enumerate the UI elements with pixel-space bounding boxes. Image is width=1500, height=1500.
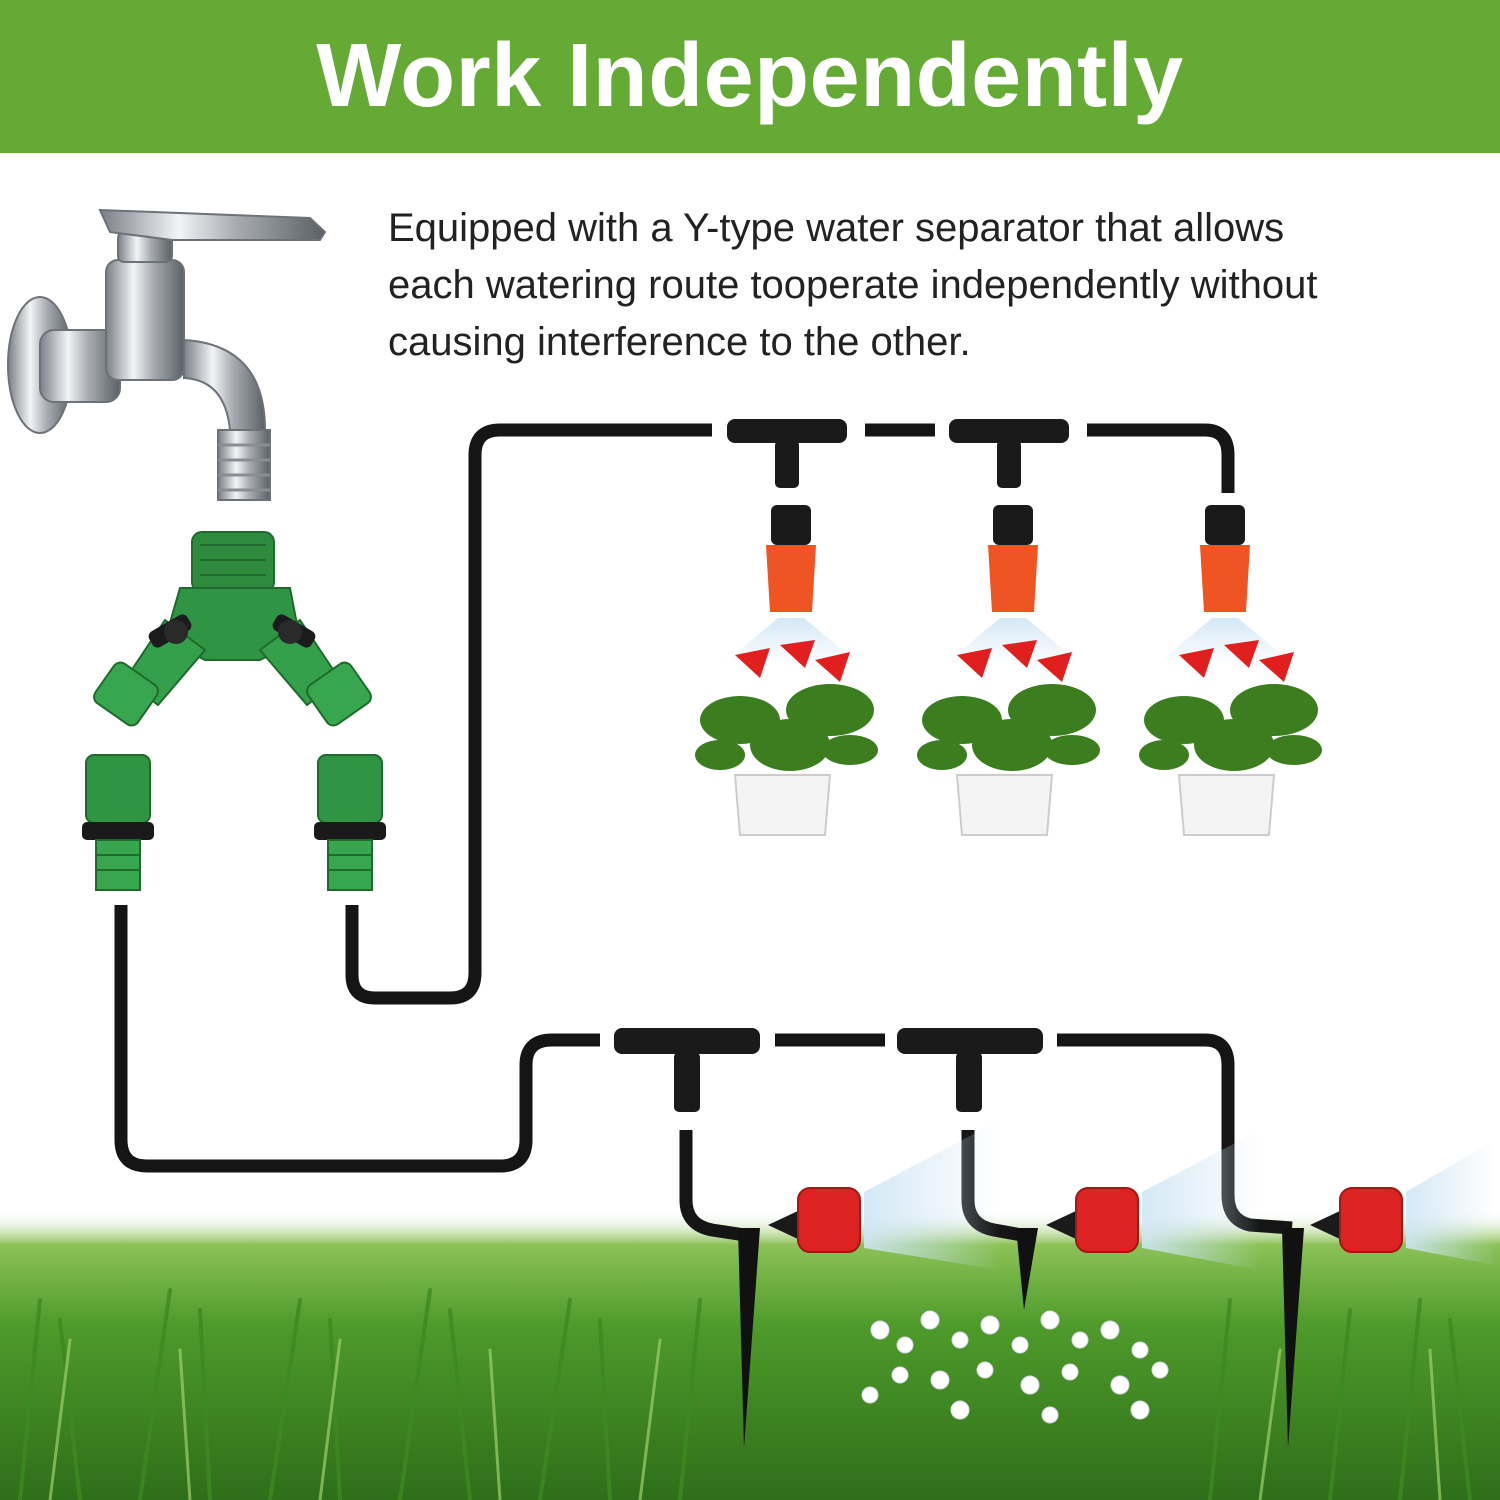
description-line-1: Equipped with a Y-type water separator t… (388, 206, 1285, 250)
description-line-2: each watering route tooperate independen… (388, 263, 1318, 307)
nozzle-plant-1 (695, 505, 878, 836)
description-text: Equipped with a Y-type water separator t… (388, 200, 1468, 371)
white-flowers (861, 1310, 1169, 1424)
y-splitter (93, 531, 372, 727)
faucet-icon (7, 208, 327, 501)
tee-connector-lower-2 (897, 1028, 1043, 1112)
upper-tubing (345, 423, 1235, 1005)
title-banner: Work Independently (0, 0, 1500, 153)
dripper-stake-2 (1016, 1130, 1260, 1310)
nozzle-plant-2 (917, 505, 1100, 836)
lower-tubing (114, 905, 1293, 1242)
quick-connector-right (314, 754, 386, 891)
dripper-stake-1 (738, 1120, 1000, 1448)
tee-connector-upper-2 (949, 419, 1069, 488)
description-line-3: causing interference to the other. (388, 320, 971, 364)
tee-connector-upper-1 (727, 419, 847, 488)
quick-connector-left (82, 754, 154, 891)
nozzle-plant-3 (1139, 505, 1322, 836)
dripper-stake-3 (1282, 1140, 1495, 1448)
page-title: Work Independently (316, 26, 1184, 126)
tee-connector-lower-1 (614, 1028, 760, 1112)
